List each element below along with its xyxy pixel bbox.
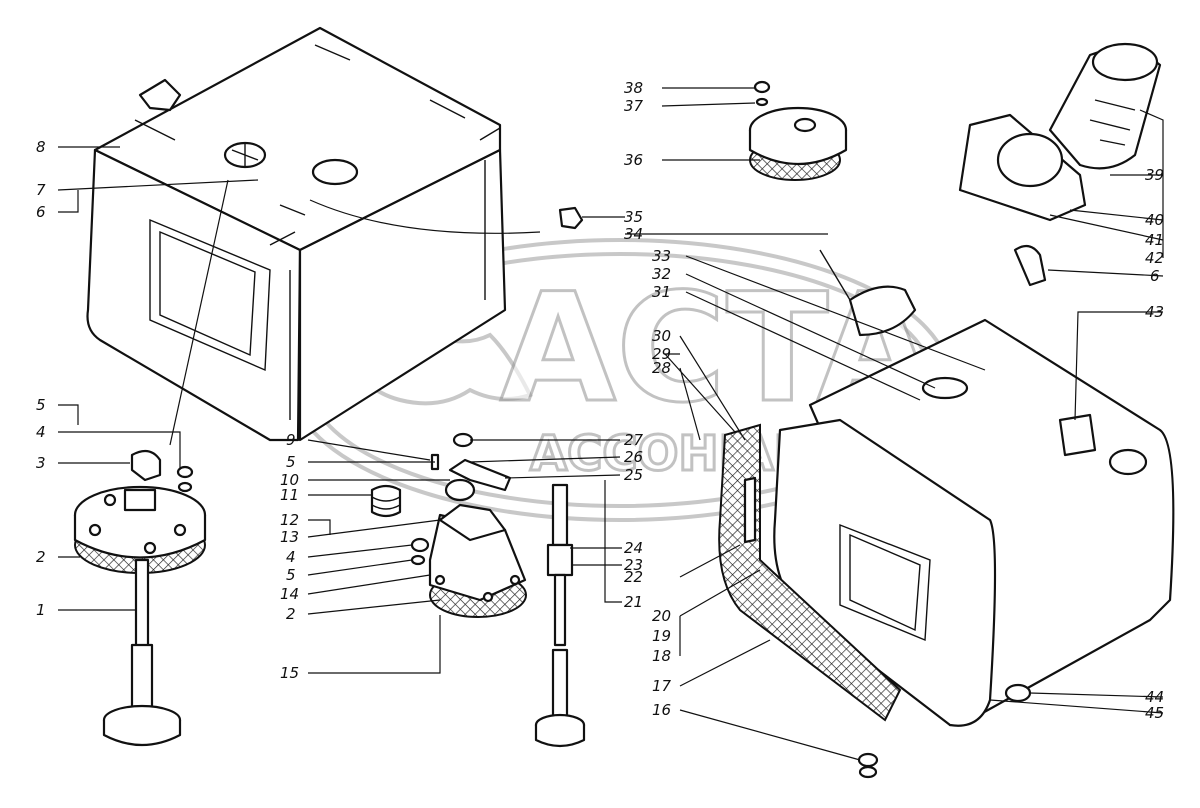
callout-42: 42 <box>1145 249 1164 267</box>
callout-14: 14 <box>280 585 299 603</box>
right-fuel-tank <box>718 244 1175 779</box>
callout-4: 4 <box>286 548 296 566</box>
callout-15: 15 <box>280 664 299 682</box>
callout-18: 18 <box>652 647 671 665</box>
callout-7: 7 <box>36 181 46 199</box>
callout-34: 34 <box>624 225 643 243</box>
callout-16: 16 <box>652 701 671 719</box>
callout-1: 1 <box>36 601 46 619</box>
callout-6: 6 <box>36 203 46 221</box>
callout-36: 36 <box>624 151 643 169</box>
callout-13: 13 <box>280 528 299 546</box>
callout-5: 5 <box>36 396 46 414</box>
callout-25: 25 <box>624 466 643 484</box>
callout-24: 24 <box>624 539 643 557</box>
callout-8: 8 <box>36 138 46 156</box>
callout-5: 5 <box>286 566 296 584</box>
callout-9: 9 <box>286 431 296 449</box>
callout-3: 3 <box>36 454 46 472</box>
callout-21: 21 <box>624 593 643 611</box>
callout-26: 26 <box>624 448 643 466</box>
callout-4: 4 <box>36 423 46 441</box>
leader-lines <box>57 87 1164 761</box>
callout-17: 17 <box>652 677 672 695</box>
callout-43: 43 <box>1145 303 1164 321</box>
callout-20: 20 <box>652 607 671 625</box>
callout-44: 44 <box>1145 688 1164 706</box>
callout-45: 45 <box>1145 704 1164 722</box>
callout-12: 12 <box>280 511 299 529</box>
callout-29: 29 <box>652 345 671 363</box>
callout-27: 27 <box>624 431 644 449</box>
callout-2: 2 <box>36 548 46 566</box>
callout-6: 6 <box>1150 267 1160 285</box>
callout-11: 11 <box>280 486 299 504</box>
callout-10: 10 <box>280 471 299 489</box>
callout-38: 38 <box>624 79 643 97</box>
callout-28: 28 <box>652 359 671 377</box>
callout-32: 32 <box>652 265 671 283</box>
callout-35: 35 <box>624 208 643 226</box>
filler-neck <box>958 42 1162 222</box>
callout-31: 31 <box>652 283 671 301</box>
callout-39: 39 <box>1145 166 1164 184</box>
middle-level-sender <box>370 432 586 748</box>
callout-22: 22 <box>624 568 643 586</box>
callout-40: 40 <box>1145 211 1164 229</box>
callout-33: 33 <box>652 247 671 265</box>
callout-2: 2 <box>286 605 296 623</box>
callout-23: 23 <box>624 556 643 574</box>
filler-cap-assembly <box>558 80 917 337</box>
callout-19: 19 <box>652 627 671 645</box>
callout-37: 37 <box>624 97 644 115</box>
callout-5: 5 <box>286 453 296 471</box>
callout-30: 30 <box>652 327 671 345</box>
left-level-sender <box>73 449 207 747</box>
left-fuel-tank <box>86 26 507 442</box>
callout-41: 41 <box>1145 231 1164 249</box>
callout-labels: 8 7 6 5 4 3 2 1 9 5 10 11 12 13 4 5 14 2… <box>36 79 1164 722</box>
